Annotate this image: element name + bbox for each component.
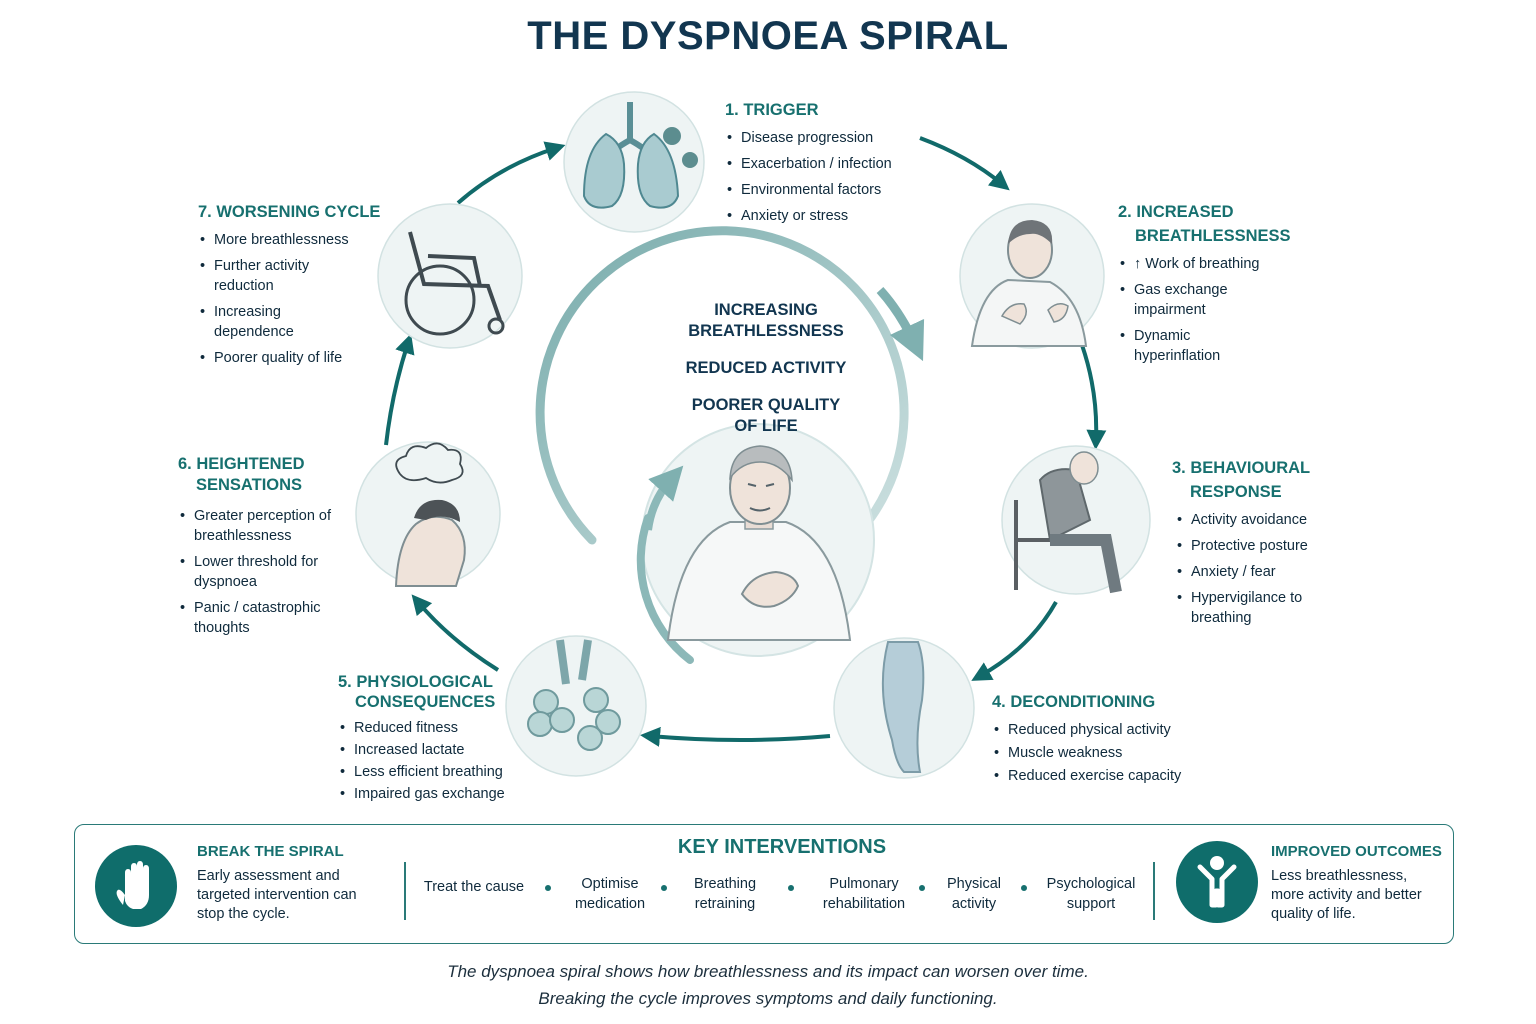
intervention-separator (788, 885, 794, 891)
inner-spiral-arrow-top (876, 286, 925, 362)
step-sensations-title: 6. HEIGHTENED SENSATIONS (178, 455, 305, 494)
list-item: ↑ Work of breathing (1118, 254, 1288, 274)
break-spiral-text: Early assessment and targeted interventi… (197, 868, 357, 922)
step-worsening-title: 7. WORSENING CYCLE (198, 203, 381, 221)
intervention-item: Psychological support (1046, 876, 1136, 912)
list-item: Protective posture (1175, 536, 1335, 556)
list-item: Dynamic hyperinflation (1118, 326, 1254, 366)
list-item: Increasing dependence (198, 302, 344, 342)
list-item: Hypervigilance to breathing (1175, 588, 1335, 628)
list-item: Muscle weakness (992, 743, 1232, 763)
inner-spiral-lower-arc (636, 514, 694, 664)
step-deconditioning-title: 4. DECONDITIONING (992, 693, 1156, 711)
step-deconditioning-list: Reduced physical activity Muscle weaknes… (992, 720, 1232, 786)
step-worsening: 7. WORSENING CYCLE More breathlessness F… (198, 200, 388, 374)
hand-stop-icon (95, 845, 177, 927)
step-deconditioning: 4. DECONDITIONING Reduced physical activ… (992, 690, 1232, 792)
lungs-icon (563, 91, 705, 233)
step-breathlessness-list: ↑ Work of breathing Gas exchange impairm… (1118, 254, 1288, 366)
step-physiological: 5. PHYSIOLOGICAL CONSEQUENCES Reduced fi… (338, 672, 548, 810)
list-item: Increased lactate (338, 740, 548, 760)
person-celebrating-icon (1176, 841, 1258, 923)
caption-line-1: The dyspnoea spiral shows how breathless… (447, 962, 1089, 981)
wheelchair-icon (377, 203, 523, 349)
anxious-head-icon (355, 441, 501, 587)
intervention-separator (545, 885, 551, 891)
step-behavioural-list: Activity avoidance Protective posture An… (1172, 510, 1335, 628)
arrow-behavioural-to-deconditioning (971, 601, 1058, 681)
list-item: Reduced exercise capacity (992, 766, 1232, 786)
list-item: Anxiety or stress (725, 206, 945, 226)
list-item: Reduced fitness (338, 718, 548, 738)
list-item: Gas exchange impairment (1118, 280, 1254, 320)
leg-muscle-icon (833, 637, 975, 779)
interventions-panel (74, 824, 1454, 944)
step-behavioural-title: 3. BEHAVIOURAL RESPONSE (1172, 459, 1311, 501)
intervention-separator (1021, 885, 1027, 891)
page-title: THE DYSPNOEA SPIRAL (527, 14, 1009, 58)
step-worsening-list: More breathlessness Further activity red… (198, 230, 358, 368)
step-trigger-list: Disease progression Exacerbation / infec… (725, 128, 945, 226)
step-breathlessness: 2. INCREASED BREATHLESSNESS ↑ Work of br… (1118, 200, 1308, 372)
intervention-separator (919, 885, 925, 891)
intervention-item: Breathing retraining (693, 876, 757, 912)
arrow-breathlessness-to-behavioural (1080, 344, 1107, 450)
list-item: Further activity reduction (198, 256, 344, 296)
center-heading-2: REDUCED ACTIVITY (685, 359, 847, 377)
step-sensations-list: Greater perception of breathlessness Low… (178, 506, 348, 638)
step-sensations: 6. HEIGHTENED SENSATIONS Greater percept… (178, 454, 368, 644)
list-item: Greater perception of breathlessness (178, 506, 348, 546)
list-item: Environmental factors (725, 180, 945, 200)
step-behavioural: 3. BEHAVIOURAL RESPONSE Activity avoidan… (1172, 456, 1362, 634)
arrow-worsening-to-trigger (456, 141, 566, 205)
intervention-item: Optimise medication (574, 876, 646, 912)
arrow-deconditioning-to-physiological (640, 726, 831, 747)
inner-spiral-arc (535, 226, 909, 551)
man-holding-chest-icon (666, 445, 852, 641)
list-item: Activity avoidance (1175, 510, 1335, 530)
step-trigger: 1. TRIGGER Disease progression Exacerbat… (725, 98, 945, 232)
arrow-sensations-to-worsening (384, 333, 415, 446)
list-item: Less efficient breathing (338, 762, 548, 782)
center-heading-3: POORER QUALITY OF LIFE (691, 396, 841, 435)
step-trigger-title: 1. TRIGGER (725, 101, 819, 119)
intervention-item: Treat the cause (423, 879, 525, 895)
inner-spiral-arrow-left (644, 465, 684, 531)
list-item: Exacerbation / infection (725, 154, 945, 174)
spiral-center-text: INCREASING BREATHLESSNESS REDUCED ACTIVI… (640, 300, 892, 453)
divider-right (1153, 862, 1155, 920)
step-physiological-list: Reduced fitness Increased lactate Less e… (338, 718, 548, 804)
break-spiral-title: BREAK THE SPIRAL (197, 843, 344, 860)
key-interventions-title: KEY INTERVENTIONS (677, 836, 887, 858)
breathless-man-icon (959, 203, 1105, 349)
step-breathlessness-title: 2. INCREASED BREATHLESSNESS (1118, 203, 1291, 245)
list-item: Disease progression (725, 128, 945, 148)
center-heading-1: INCREASING BREATHLESSNESS (688, 301, 844, 340)
list-item: Anxiety / fear (1175, 562, 1335, 582)
intervention-separator (661, 885, 667, 891)
caption-line-2: Breaking the cycle improves symptoms and… (538, 989, 998, 1008)
list-item: Impaired gas exchange (338, 784, 548, 804)
seated-man-icon (1001, 445, 1151, 595)
list-item: Poorer quality of life (198, 348, 358, 368)
intervention-item: Physical activity (947, 876, 1001, 912)
caption: The dyspnoea spiral shows how breathless… (0, 958, 1536, 1012)
improved-outcomes-text: Less breathlessness, more activity and b… (1271, 868, 1422, 922)
arrow-physiological-to-sensations (411, 594, 500, 672)
step-physiological-title: 5. PHYSIOLOGICAL CONSEQUENCES (338, 673, 496, 711)
list-item: Lower threshold for dyspnoea (178, 552, 324, 592)
improved-outcomes-title: IMPROVED OUTCOMES (1271, 843, 1442, 860)
intervention-item: Pulmonary rehabilitation (822, 876, 906, 912)
divider-left (404, 862, 406, 920)
list-item: Panic / catastrophic thoughts (178, 598, 348, 638)
list-item: Reduced physical activity (992, 720, 1232, 740)
list-item: More breathlessness (198, 230, 358, 250)
